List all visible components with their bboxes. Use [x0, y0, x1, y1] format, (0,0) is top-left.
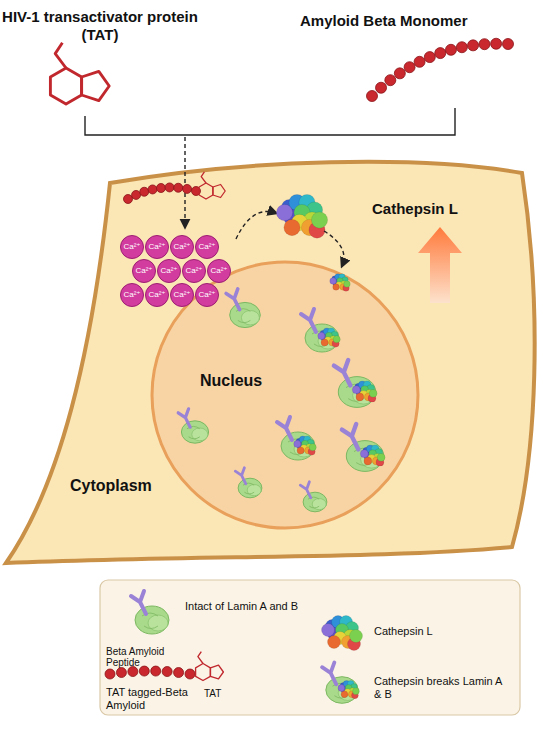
legend-box — [100, 580, 520, 715]
calcium-arrow — [236, 211, 276, 239]
entry-arrow — [184, 137, 185, 227]
legend-text: Cathepsin breaks Lamin A & B — [374, 675, 509, 701]
increase-arrow — [418, 227, 462, 303]
broken-lamin — [342, 424, 385, 471]
amyloid-chain — [367, 38, 514, 101]
calcium-ion: Ca²⁺ — [145, 283, 169, 307]
calcium-ion: Ca²⁺ — [170, 235, 194, 259]
intact-lamin — [178, 409, 208, 443]
calcium-ion: Ca²⁺ — [182, 259, 206, 283]
nuclear-entry-arrow — [324, 231, 344, 266]
calcium-ion: Ca²⁺ — [120, 283, 144, 307]
calcium-ion: Ca²⁺ — [132, 259, 156, 283]
legend-sample-label: TAT — [204, 688, 221, 699]
calcium-ion: Ca²⁺ — [170, 283, 194, 307]
calcium-ion: Ca²⁺ — [120, 235, 144, 259]
intact-lamin — [300, 482, 327, 512]
cell-label: Cytoplasm — [70, 477, 152, 495]
title-label: Amyloid Beta Monomer — [300, 12, 468, 29]
broken-lamin — [277, 417, 316, 460]
legend-text: TAT tagged-Beta Amyloid — [106, 686, 201, 712]
amyloid-chain — [124, 183, 201, 204]
legend-sample-label: Beta Amyloid Peptide — [106, 646, 201, 668]
title-label: HIV-1 transactivator protein (TAT) — [0, 8, 200, 44]
intact-lamin — [226, 289, 260, 328]
tat-ring — [196, 652, 224, 681]
cathepsin-molecule — [338, 680, 359, 698]
cathepsin-molecule — [276, 194, 327, 238]
cathepsin-molecule — [330, 274, 351, 292]
calcium-ion: Ca²⁺ — [207, 259, 231, 283]
amyloid-chain — [105, 666, 195, 679]
broken-lamin — [301, 309, 340, 352]
cathepsin-molecule — [360, 445, 385, 466]
intact-lamin — [131, 591, 169, 634]
broken-lamin — [334, 360, 377, 407]
cathepsin-molecule — [294, 436, 317, 455]
tat-ring — [199, 172, 225, 199]
calcium-ion: Ca²⁺ — [157, 259, 181, 283]
cathepsin-molecule — [318, 328, 341, 347]
tat-ring — [50, 43, 109, 104]
bracket — [85, 108, 455, 135]
calcium-ion: Ca²⁺ — [195, 235, 219, 259]
intact-lamin — [235, 468, 262, 498]
cathepsin-molecule — [352, 381, 377, 402]
cell-illustration — [0, 155, 550, 570]
legend-text: Intact of Lamin A and B — [185, 600, 310, 613]
calcium-ion: Ca²⁺ — [195, 283, 219, 307]
broken-lamin — [322, 662, 359, 703]
nucleus-label: Nucleus — [200, 372, 262, 390]
cathepsin-molecule — [322, 616, 363, 651]
enzyme-label: Cathepsin L — [372, 200, 458, 217]
calcium-ion: Ca²⁺ — [145, 235, 169, 259]
legend-text: Cathepsin L — [374, 625, 504, 638]
cell-outline: Cytoplasm Nucleus — [0, 155, 550, 570]
